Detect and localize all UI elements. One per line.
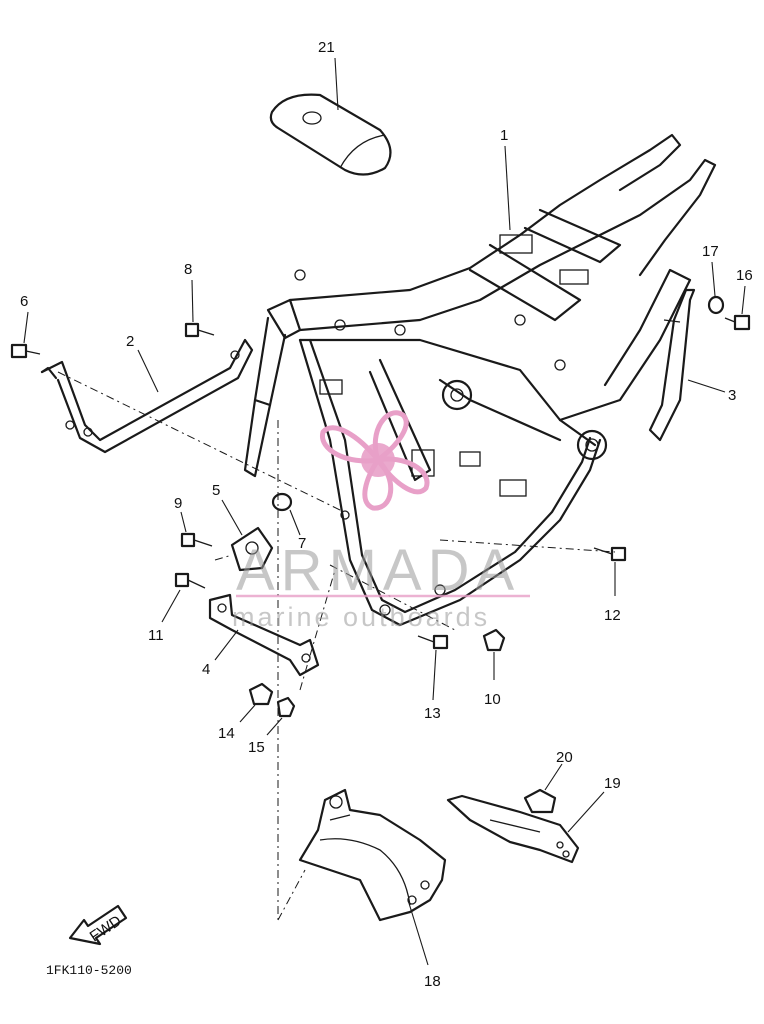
callout-14: 14: [218, 725, 235, 742]
part-20-clip: [523, 763, 563, 814]
callout-6: 6: [20, 293, 28, 310]
forward-direction-arrow: FWD: [68, 904, 128, 945]
part-6-bolt: [10, 311, 41, 359]
part-19-rear-cover: [446, 791, 605, 864]
part-7-collar: [271, 492, 301, 536]
callout-8: 8: [184, 261, 192, 278]
callout-7: 7: [298, 535, 306, 552]
part-4-lower-bracket: [208, 593, 320, 677]
part-16-bolt: [724, 285, 751, 331]
callout-3: 3: [728, 387, 736, 404]
fwd-label: FWD: [87, 912, 125, 945]
callout-9: 9: [174, 495, 182, 512]
part-21-seat-cushion: [269, 57, 392, 176]
callout-1: 1: [500, 127, 508, 144]
part-8-bolt: [184, 279, 215, 338]
part-18-under-cover: [298, 788, 447, 966]
callout-19: 19: [604, 775, 621, 792]
propeller-logo-icon: [320, 410, 430, 511]
callout-12: 12: [604, 607, 621, 624]
part-13-bolt: [417, 634, 449, 701]
callout-17: 17: [702, 243, 719, 260]
callout-5: 5: [212, 482, 220, 499]
part-17-washer: [707, 261, 725, 315]
part-14-nut: [239, 682, 274, 723]
callout-10: 10: [484, 691, 501, 708]
watermark: ARMADA marine outboards: [232, 410, 530, 632]
callout-11: 11: [148, 627, 164, 644]
callout-13: 13: [424, 705, 441, 722]
part-15-nut: [266, 696, 296, 736]
part-5-mount-plate: [221, 499, 274, 572]
callout-2: 2: [126, 333, 134, 350]
watermark-tagline: marine outboards: [232, 602, 490, 632]
callout-labels: 1 2 3 4 5 6 7 8 9 10 11 12 13 14 15 16 1…: [20, 39, 753, 990]
part-12-bolt: [593, 546, 627, 596]
watermark-brand: ARMADA: [236, 538, 520, 603]
callout-21: 21: [318, 39, 335, 56]
part-9-bolt: [180, 511, 213, 548]
part-3-rear-bar: [648, 288, 726, 442]
callout-18: 18: [424, 973, 441, 990]
part-10-nut: [482, 628, 506, 680]
callout-16: 16: [736, 267, 753, 284]
part-11-bolt: [161, 572, 206, 623]
part-2-guard-bar: [40, 338, 254, 454]
callout-4: 4: [202, 661, 210, 678]
drawing-code: 1FK110-5200: [46, 963, 132, 978]
callout-15: 15: [248, 739, 265, 756]
assembly-guide-lines: [57, 371, 616, 921]
callout-20: 20: [556, 749, 573, 766]
